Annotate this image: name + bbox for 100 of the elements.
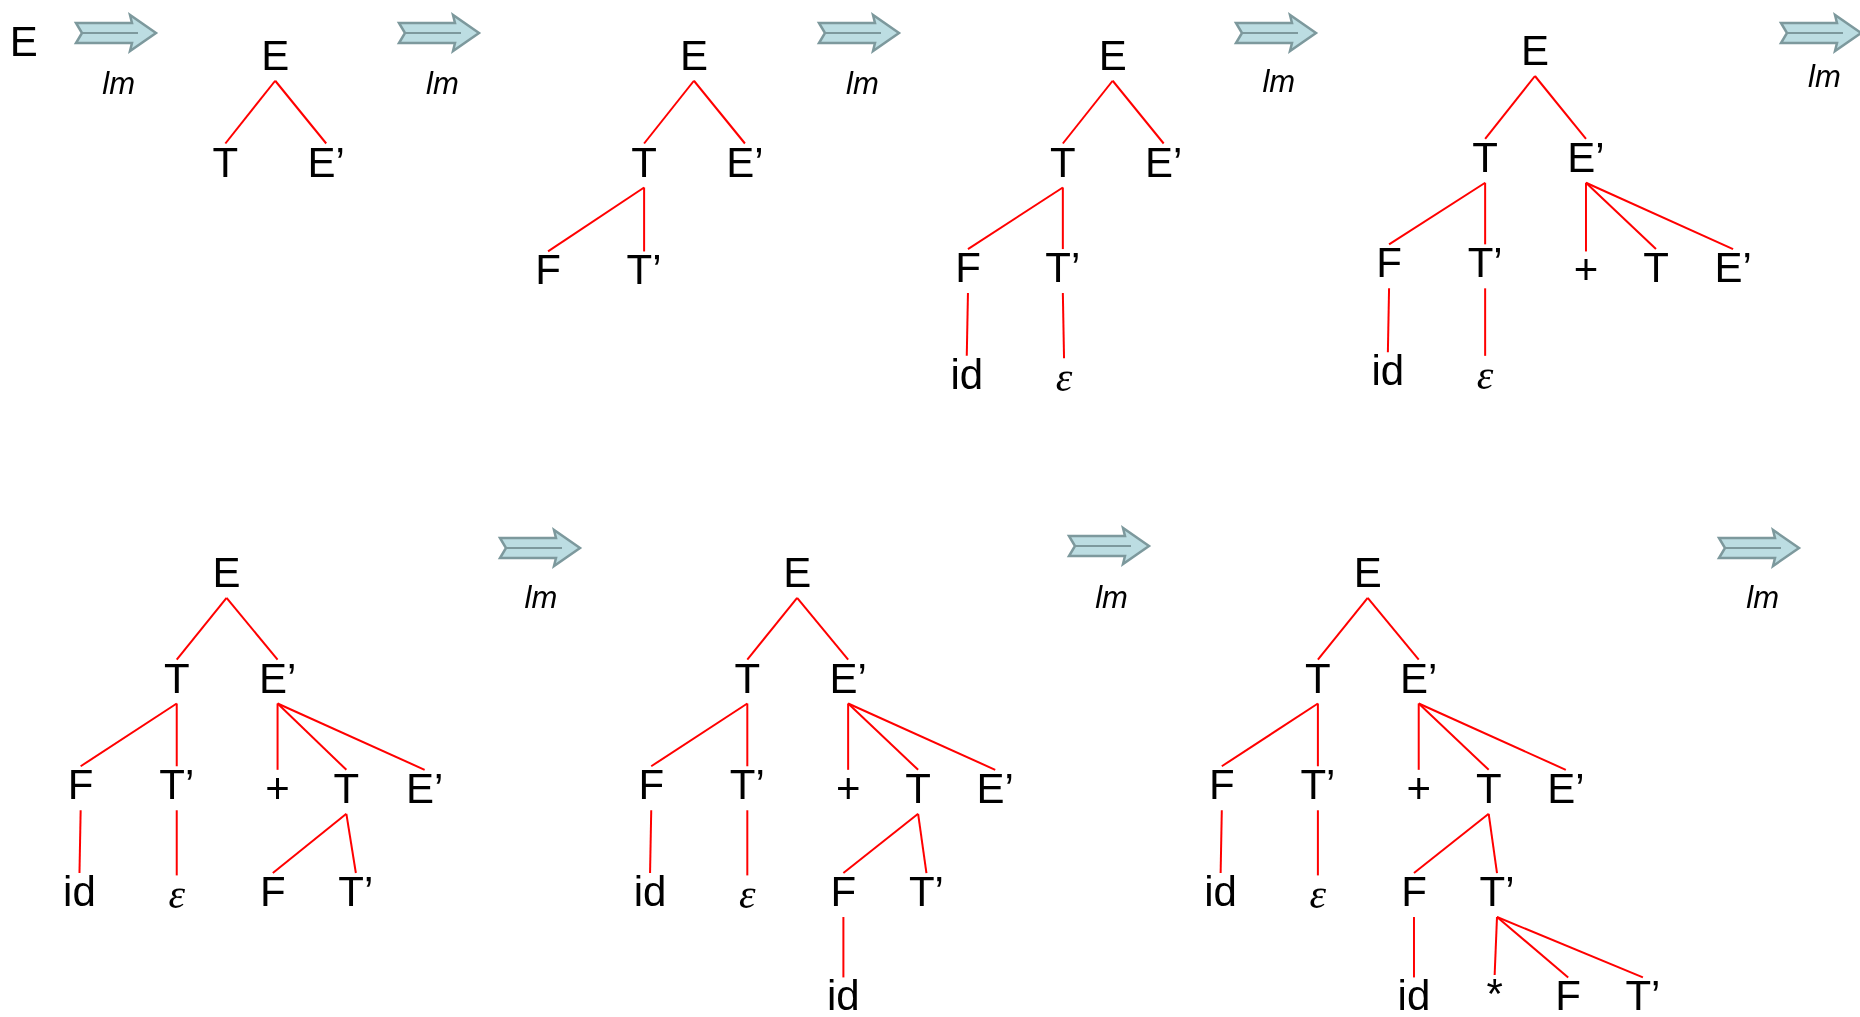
derivation-label: lm: [1808, 60, 1841, 92]
grammar-symbol: E’: [726, 141, 764, 184]
grammar-symbol: E’: [1145, 141, 1183, 184]
grammar-symbol: F: [1555, 975, 1581, 1017]
derivation-label: lm: [1746, 581, 1780, 613]
tree-branch: [1316, 596, 1369, 661]
grammar-symbol: T’: [1479, 871, 1515, 914]
tree-branch: [847, 702, 997, 771]
tree-branch: [1417, 702, 1567, 771]
grammar-symbol: T: [1475, 767, 1502, 810]
derivation-label: lm: [1095, 581, 1128, 613]
tree-branch: [842, 812, 920, 875]
grammar-symbol: T: [212, 141, 239, 184]
tree-branch: [224, 79, 277, 145]
tree-branch: [746, 809, 749, 877]
grammar-symbol: E: [783, 551, 812, 594]
grammar-symbol: id: [63, 871, 96, 914]
tree-branch: [1412, 916, 1415, 979]
grammar-symbol: T: [734, 657, 761, 700]
tree-branch: [1493, 916, 1498, 977]
tree-branch: [175, 809, 178, 877]
tree-branch: [917, 812, 928, 875]
derivation-label: lm: [102, 67, 135, 99]
grammar-symbol: ε: [168, 873, 185, 916]
tree-branch: [1496, 916, 1644, 979]
grammar-symbol: T’: [1045, 247, 1081, 290]
tree-branch: [1386, 287, 1391, 354]
tree-branch: [692, 79, 746, 145]
grammar-symbol: E’: [976, 767, 1014, 810]
grammar-symbol: T: [1305, 657, 1331, 700]
grammar-symbol: T’: [729, 764, 765, 807]
derivation-label: lm: [524, 581, 558, 613]
derivation-label: lm: [426, 67, 459, 99]
tree-branch: [1484, 181, 1487, 246]
grammar-symbol: T’: [908, 871, 944, 914]
derivation-label: lm: [846, 67, 879, 99]
tree-branch: [1061, 186, 1064, 251]
tree-branch: [965, 292, 969, 357]
tree-branch: [650, 702, 749, 768]
grammar-symbol: F: [1376, 242, 1402, 285]
grammar-symbol: E: [1098, 34, 1127, 77]
grammar-symbol: +: [835, 767, 861, 810]
grammar-symbol: T: [631, 141, 657, 184]
grammar-symbol: T: [905, 767, 931, 810]
tree-branch: [1412, 812, 1490, 875]
tree-branch: [1417, 702, 1490, 771]
tree-branch: [1584, 181, 1657, 251]
grammar-symbol: T’: [1300, 764, 1336, 807]
grammar-symbol: id: [950, 353, 984, 396]
tree-branch: [1316, 702, 1319, 768]
tree-branch: [643, 79, 695, 145]
grammar-symbol: F: [955, 247, 981, 290]
grammar-symbol: F: [67, 764, 94, 807]
grammar-symbol: E: [1353, 551, 1382, 594]
tree-branch: [847, 702, 850, 771]
grammar-symbol: F: [638, 764, 665, 807]
tree-branch: [746, 702, 749, 768]
grammar-symbol: T’: [626, 249, 662, 292]
tree-branch: [1584, 181, 1735, 251]
tree-branch: [1220, 702, 1319, 768]
derivation-label: lm: [1262, 65, 1296, 97]
grammar-symbol: T’: [1625, 975, 1661, 1017]
tree-branch: [649, 809, 653, 875]
tree-branch: [966, 186, 1064, 251]
grammar-symbol: *: [1486, 973, 1503, 1016]
tree-branch: [1487, 812, 1498, 875]
grammar-symbol: id: [827, 975, 860, 1017]
tree-branch: [1061, 292, 1066, 360]
grammar-symbol: E’: [829, 657, 867, 700]
tree-branch: [1484, 287, 1487, 357]
tree-branch: [271, 812, 348, 875]
tree-branch: [1111, 79, 1165, 145]
grammar-symbol: E: [1520, 30, 1549, 72]
tree-branch: [175, 702, 178, 768]
grammar-symbol: T’: [338, 871, 374, 914]
grammar-symbol: E’: [1714, 247, 1752, 290]
grammar-symbol: T’: [1467, 242, 1503, 285]
grammar-symbol: ε: [1055, 356, 1073, 399]
grammar-symbol: id: [1371, 350, 1405, 393]
tree-branch: [547, 186, 646, 253]
tree-branch: [746, 596, 799, 661]
tree-branch: [1316, 809, 1319, 877]
grammar-symbol: E: [261, 34, 290, 77]
tree-branch: [225, 596, 279, 661]
grammar-symbol: T: [333, 767, 360, 810]
grammar-symbol: T: [1050, 141, 1076, 184]
grammar-symbol: E’: [1400, 657, 1438, 700]
grammar-symbol: T: [163, 657, 190, 700]
tree-branch: [276, 702, 426, 771]
grammar-symbol: ε: [1309, 873, 1327, 916]
grammar-symbol: T: [1472, 136, 1498, 179]
grammar-symbol: E: [212, 551, 241, 594]
grammar-symbol: id: [1397, 975, 1431, 1017]
grammar-symbol: ε: [739, 873, 756, 916]
grammar-symbol: id: [633, 871, 667, 914]
tree-branch: [276, 702, 279, 771]
grammar-symbol: +: [1573, 249, 1599, 292]
tree-branch: [796, 596, 850, 661]
grammar-symbol: T’: [159, 764, 195, 807]
grammar-symbol: +: [265, 767, 290, 810]
